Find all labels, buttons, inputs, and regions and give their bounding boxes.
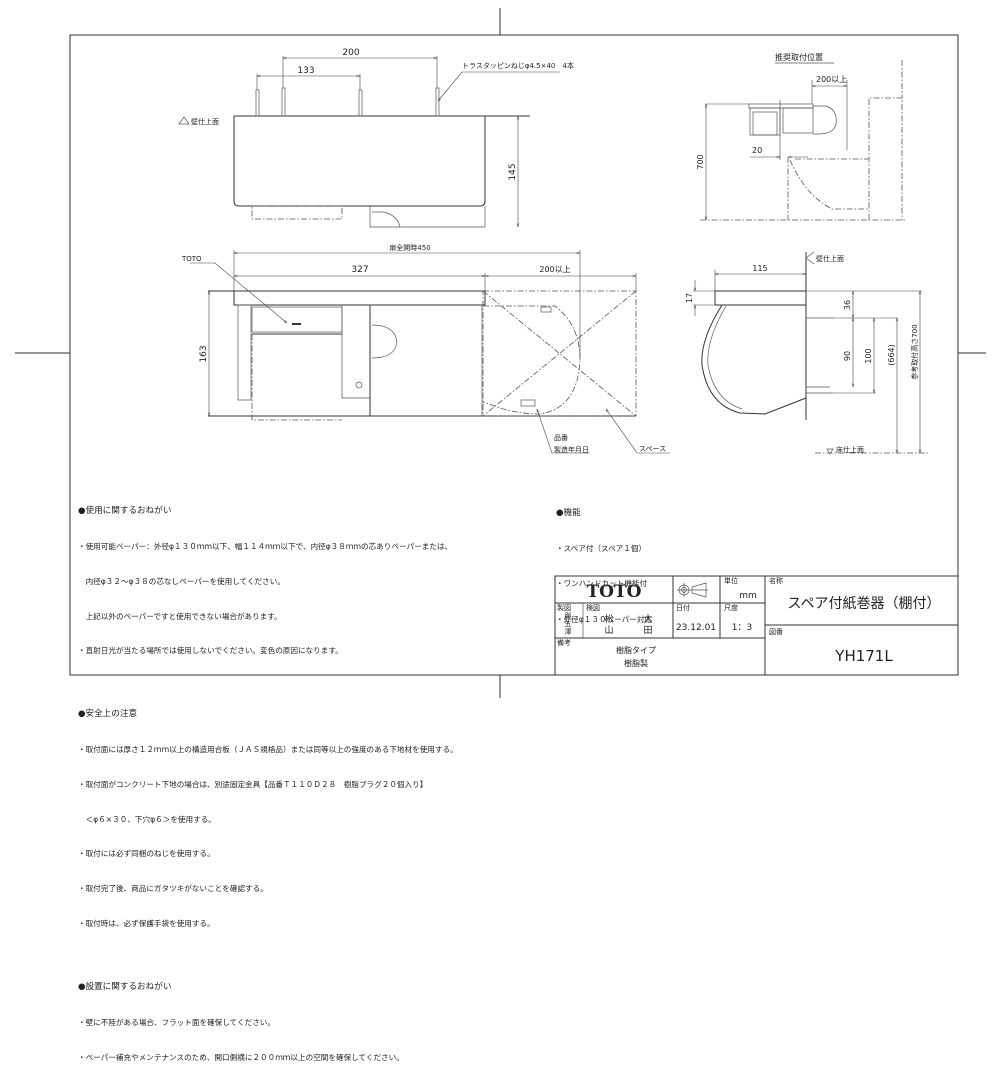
dim-200-space: 200以上 xyxy=(539,265,570,274)
recommended-title: 推奨取付位置 xyxy=(775,52,823,62)
wall-label: 壁仕上面 xyxy=(191,117,219,126)
dim-133: 133 xyxy=(297,66,314,76)
scale-value: 1：3 xyxy=(732,623,752,633)
screws xyxy=(255,87,440,117)
sheet-frame xyxy=(15,8,986,698)
drawing-number-label: 図番 xyxy=(769,628,783,636)
remarks-line: 樹脂製 xyxy=(624,658,648,668)
dim-700-height: 参考取付高さ700 xyxy=(910,324,919,379)
note-line: ・取付面には厚さ１２ｍｍ以上の構造用合板（ＪＡＳ規格品）または同等以上の強度のあ… xyxy=(78,745,458,755)
note-line: ・取付には必ず同梱のねじを使用する。 xyxy=(78,849,215,859)
floor-triangle-icon xyxy=(826,448,834,455)
toto-logo: TOTO xyxy=(587,582,642,602)
dim-115: 115 xyxy=(752,264,767,273)
side-view: 壁仕上面 115 17 36 90 100 (664) 参考取付高さ700 床仕… xyxy=(685,251,930,455)
unit-label: 単位 xyxy=(724,576,738,585)
note-line: ・使用可能ペーパー：外径φ１３０ｍｍ以下、幅１１４ｍｍ以下で、内径φ３８ｍｍの芯… xyxy=(78,541,453,551)
feature-item: ・ワンハンドカット機能付 xyxy=(556,579,648,589)
note-line: ・取付完了後、商品にガタツキがないことを確認する。 xyxy=(78,884,268,894)
date-label: 日付 xyxy=(676,603,690,612)
dim-664: (664) xyxy=(887,344,896,366)
note-line: ・取付面がコンクリート下地の場合は、別途固定金具【品番Ｔ１１０Ｄ２８ 樹脂プラグ… xyxy=(78,779,428,789)
note-line: 上記以外のペーパーですと使用できない場合があります。 xyxy=(78,611,282,621)
dim-163: 163 xyxy=(199,345,209,362)
dim-17: 17 xyxy=(685,293,694,303)
side-wall-label: 壁仕上面 xyxy=(816,254,844,263)
drafter-label: 製図 xyxy=(557,603,571,612)
notes-section: ●使用に関するおねがい ・使用可能ペーパー：外径φ１３０ｍｍ以下、幅１１４ｍｍ以… xyxy=(78,483,458,1075)
safety-title: ●安全上の注意 xyxy=(78,709,138,720)
wall-triangle-icon xyxy=(805,251,815,265)
manufacture-date-label: 製造年月日 xyxy=(554,445,589,454)
title-block: TOTO 単位 mm 名称 スペア付紙巻器（棚付） 製図 與 五 澤 検図 松 … xyxy=(554,575,959,676)
note-line: ・直射日光が当たる場所では使用しないでください。変色の原因になります。 xyxy=(78,646,343,656)
dim-36: 36 xyxy=(843,300,852,310)
dim-145: 145 xyxy=(508,163,518,180)
note-line: ＜φ６×３０、下穴φ６＞を使用する。 xyxy=(78,814,216,824)
drafter-name: 五 xyxy=(565,620,572,628)
install-title: ●設置に関するおねがい xyxy=(78,981,172,992)
remarks-label: 備考 xyxy=(557,638,571,647)
unit-value: mm xyxy=(739,591,757,601)
checker-name: 松 xyxy=(604,613,613,625)
usage-title: ●使用に関するおねがい xyxy=(78,506,172,517)
scale-label: 尺度 xyxy=(724,603,738,612)
screw-label: トラスタッピンねじφ4.5×40 4本 xyxy=(462,61,574,70)
feature-item: ・外径φ１３０ペーパー対応 xyxy=(556,614,653,624)
checker-name: 山 xyxy=(604,625,613,636)
note-line: ・ペーパー補充やメンテナンスのため、開口側横に２００ｍｍ以上の空間を確保してくだ… xyxy=(78,1052,404,1062)
drawing-number: YH171L xyxy=(834,647,893,665)
dim-20: 20 xyxy=(752,146,762,155)
date-value: 23.12.01 xyxy=(676,623,716,633)
note-line: 内径φ３２～φ３８の芯なしペーパーを使用してください。 xyxy=(78,576,285,586)
product-name: スペア付紙巻器（棚付） xyxy=(787,596,940,612)
features-section: ●機能 ・スペア付（スペア１個） ・ワンハンドカット機能付 ・外径φ１３０ペーパ… xyxy=(556,484,652,637)
features-title: ●機能 xyxy=(556,507,581,518)
dim-100: 100 xyxy=(864,348,873,363)
drawing-sheet: 200 133 145 トラスタッピンねじφ4.5×40 4本 壁仕上面 推奨取… xyxy=(15,8,986,698)
dim-700: 700 xyxy=(696,154,705,169)
dim-200: 200 xyxy=(342,48,359,58)
checker-name: 大 xyxy=(643,613,652,625)
space-label: スペース xyxy=(639,445,666,453)
feature-item: ・スペア付（スペア１個） xyxy=(556,543,647,553)
checker-label: 検図 xyxy=(586,603,600,612)
checker-name: 田 xyxy=(643,625,652,636)
floor-label: 床仕上面 xyxy=(836,445,864,454)
toto-label: TOTO xyxy=(181,255,202,263)
top-view: 200 133 145 トラスタッピンねじφ4.5×40 4本 壁仕上面 xyxy=(178,48,574,228)
dim-90: 90 xyxy=(843,351,852,361)
dim-200-min: 200以上 xyxy=(816,75,847,84)
name-label: 名称 xyxy=(769,576,783,585)
drafter-name: 與 xyxy=(565,611,572,620)
recommended-position-view: 推奨取付位置 200以上 700 20 xyxy=(696,52,905,221)
wall-triangle-icon xyxy=(178,116,190,125)
note-line: ・取付時は、必ず保護手袋を使用する。 xyxy=(78,918,215,928)
part-number-label: 品番 xyxy=(554,434,568,442)
remarks-line: 樹脂タイプ xyxy=(616,645,656,655)
third-angle-projection-icon xyxy=(677,582,708,598)
dim-450: 扉全開時450 xyxy=(389,243,430,252)
front-view: 扉全開時450 327 200以上 163 TOTO 品番 製造年月日 xyxy=(181,243,670,454)
drafter-name: 澤 xyxy=(565,627,572,636)
dim-327: 327 xyxy=(351,265,368,275)
note-line: ・壁に不陸がある場合、フラット面を確保してください。 xyxy=(78,1017,275,1027)
